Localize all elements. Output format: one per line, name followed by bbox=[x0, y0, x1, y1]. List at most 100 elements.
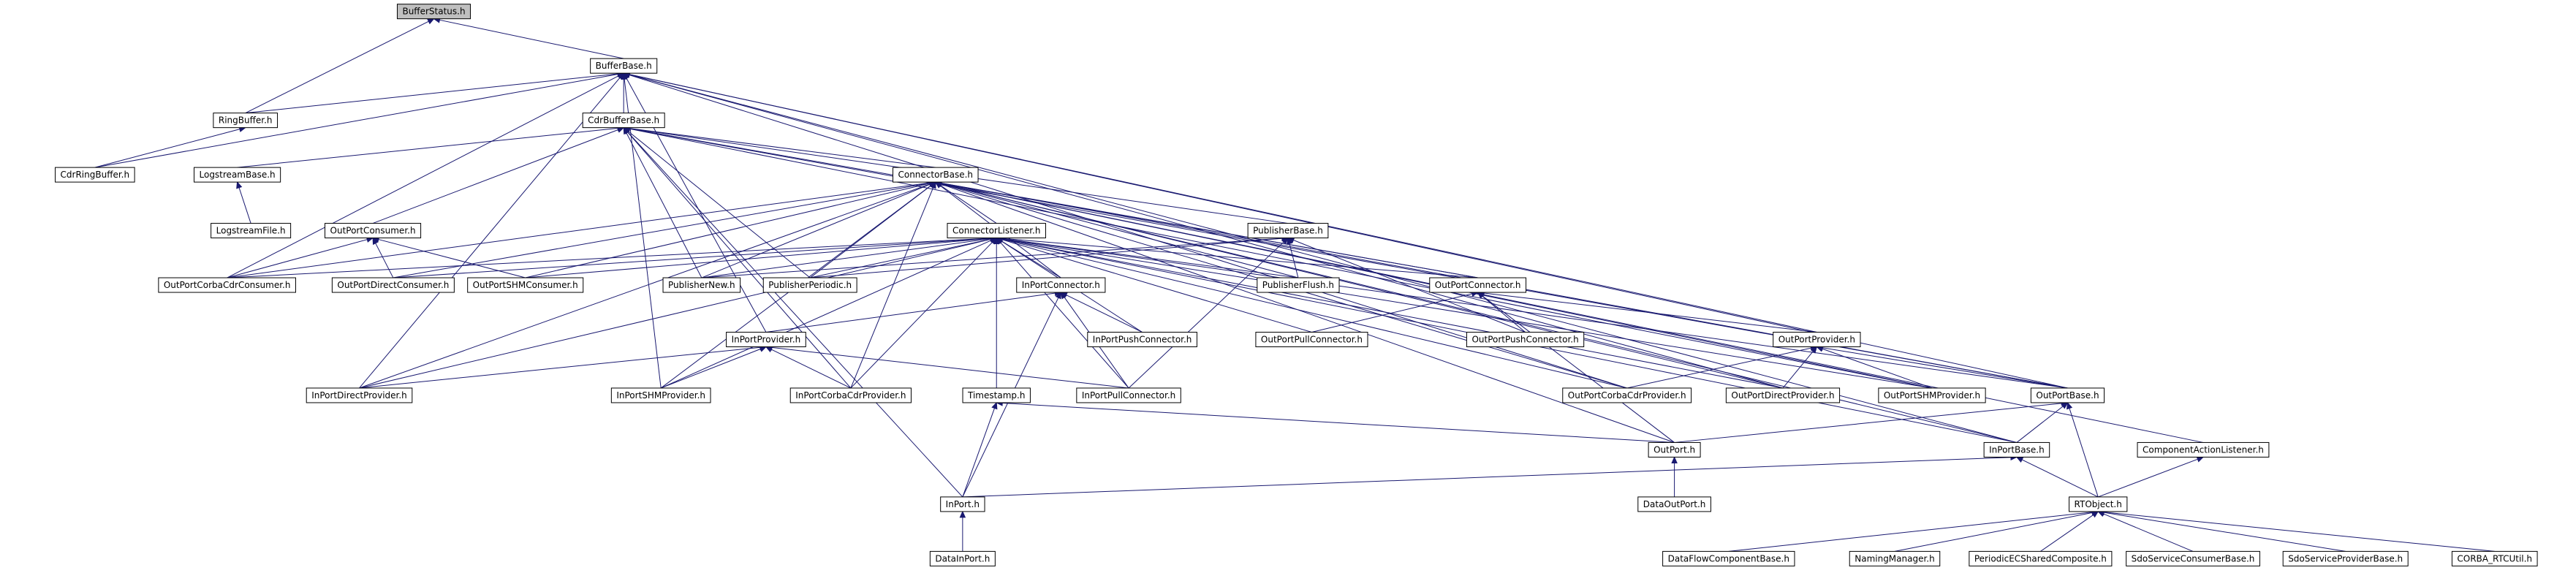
edge-line bbox=[1477, 292, 1526, 333]
node-out-port-connector[interactable]: OutPortConnector.h bbox=[1429, 277, 1527, 293]
node-box bbox=[1016, 277, 1106, 293]
edge-line bbox=[1311, 292, 1478, 333]
node-box bbox=[940, 496, 985, 512]
node-label: OutPortProvider.h bbox=[1778, 335, 1855, 345]
node-sdo-service-consumer-base[interactable]: SdoServiceConsumerBase.h bbox=[2126, 550, 2260, 566]
edge-line bbox=[624, 72, 1627, 389]
node-out-port-consumer[interactable]: OutPortConsumer.h bbox=[325, 223, 422, 239]
node-data-in-port[interactable]: DataInPort.h bbox=[929, 550, 996, 566]
node-out-port-pull-connector[interactable]: OutPortPullConnector.h bbox=[1255, 332, 1368, 348]
node-box bbox=[2137, 441, 2270, 458]
node-periodic-ecshared-composite[interactable]: PeriodicECSharedComposite.h bbox=[1969, 550, 2113, 566]
node-in-port-direct-provider[interactable]: InPortDirectProvider.h bbox=[306, 387, 413, 403]
edge-line bbox=[623, 127, 702, 278]
node-label: DataInPort.h bbox=[935, 553, 990, 563]
edge-connector-base-to-in-port-base bbox=[934, 180, 2018, 443]
edge-connector-base-to-publisher-new bbox=[701, 181, 936, 278]
node-connector-base[interactable]: ConnectorBase.h bbox=[892, 167, 979, 183]
node-label: SdoServiceConsumerBase.h bbox=[2132, 553, 2255, 563]
node-label: DataFlowComponentBase.h bbox=[1668, 553, 1789, 563]
edge-line bbox=[525, 181, 936, 278]
edge-buffer-base-to-in-port-base bbox=[622, 72, 2018, 443]
edge-line bbox=[623, 72, 767, 333]
node-publisher-base[interactable]: PublisherBase.h bbox=[1247, 223, 1329, 239]
edge-line bbox=[1477, 292, 1675, 443]
node-out-port-direct-consumer[interactable]: OutPortDirectConsumer.h bbox=[331, 277, 455, 293]
node-label: OutPortBase.h bbox=[2036, 390, 2099, 401]
node-in-port-base[interactable]: InPortBase.h bbox=[1983, 441, 2050, 458]
node-publisher-flush[interactable]: PublisherFlush.h bbox=[1257, 277, 1340, 293]
edge-arrowhead bbox=[1477, 292, 1485, 299]
node-out-port[interactable]: OutPort.h bbox=[1648, 441, 1701, 458]
edge-line bbox=[996, 238, 1784, 389]
node-box bbox=[2126, 550, 2260, 566]
node-out-port-corba-cdr-consumer[interactable]: OutPortCorbaCdrConsumer.h bbox=[158, 277, 296, 293]
node-out-port-direct-provider[interactable]: OutPortDirectProvider.h bbox=[1725, 387, 1841, 403]
node-label: InPortSHMProvider.h bbox=[616, 390, 705, 401]
node-timestamp[interactable]: Timestamp.h bbox=[962, 387, 1031, 403]
node-label: LogstreamFile.h bbox=[216, 226, 286, 236]
node-publisher-periodic[interactable]: PublisherPeriodic.h bbox=[762, 277, 857, 293]
node-in-port[interactable]: InPort.h bbox=[940, 496, 985, 512]
node-logstream-file[interactable]: LogstreamFile.h bbox=[211, 223, 292, 239]
node-logstream-base[interactable]: LogstreamBase.h bbox=[194, 167, 281, 183]
edge-line bbox=[393, 238, 997, 278]
node-cdr-buffer-base[interactable]: CdrBufferBase.h bbox=[582, 113, 665, 129]
node-box bbox=[1257, 277, 1340, 293]
node-in-port-corba-cdr-provider[interactable]: InPortCorbaCdrProvider.h bbox=[789, 387, 912, 403]
node-label: Timestamp.h bbox=[967, 390, 1025, 401]
node-connector-listener[interactable]: ConnectorListener.h bbox=[947, 223, 1046, 239]
node-in-port-connector[interactable]: InPortConnector.h bbox=[1016, 277, 1106, 293]
node-box bbox=[892, 167, 979, 183]
edge-line bbox=[935, 181, 1675, 443]
node-label: ComponentActionListener.h bbox=[2143, 444, 2264, 455]
node-in-port-provider[interactable]: InPortProvider.h bbox=[726, 332, 806, 348]
node-corba-rtcutil[interactable]: CORBA_RTCUtil.h bbox=[2451, 550, 2538, 566]
node-ring-buffer[interactable]: RingBuffer.h bbox=[213, 113, 279, 129]
node-out-port-provider[interactable]: OutPortProvider.h bbox=[1773, 332, 1861, 348]
node-in-port-shmprovider[interactable]: InPortSHMProvider.h bbox=[610, 387, 711, 403]
node-box bbox=[762, 277, 857, 293]
node-data-flow-component-base[interactable]: DataFlowComponentBase.h bbox=[1662, 550, 1795, 566]
edge-arrowhead bbox=[427, 18, 435, 25]
node-out-port-shmconsumer[interactable]: OutPortSHMConsumer.h bbox=[467, 277, 584, 293]
node-label: ConnectorListener.h bbox=[952, 226, 1041, 236]
node-rtobject[interactable]: RTObject.h bbox=[2069, 496, 2128, 512]
node-naming-manager[interactable]: NamingManager.h bbox=[1849, 550, 1941, 566]
node-out-port-corba-cdr-provider[interactable]: OutPortCorbaCdrProvider.h bbox=[1562, 387, 1692, 403]
edge-arrowhead bbox=[1286, 237, 1293, 245]
node-box bbox=[1562, 387, 1692, 403]
node-in-port-push-connector[interactable]: InPortPushConnector.h bbox=[1087, 332, 1197, 348]
node-label: DataOutPort.h bbox=[1643, 499, 1706, 509]
edge-in-port-connector-to-in-port-provider bbox=[765, 289, 1062, 333]
edge-connector-listener-to-out-port-direct-consumer bbox=[393, 235, 998, 278]
node-label: InPortDirectProvider.h bbox=[311, 390, 407, 401]
edge-line bbox=[2040, 511, 2099, 552]
edge-cdr-buffer-base-to-in-port-corba-cdr-provider bbox=[623, 126, 852, 389]
edge-connector-base-to-component-action-listener bbox=[934, 180, 2204, 443]
node-box bbox=[213, 113, 279, 129]
node-data-out-port[interactable]: DataOutPort.h bbox=[1637, 496, 1711, 512]
node-out-port-shmprovider[interactable]: OutPortSHMProvider.h bbox=[1878, 387, 1986, 403]
node-cdr-ring-buffer[interactable]: CdrRingBuffer.h bbox=[55, 167, 135, 183]
edge-line bbox=[765, 292, 1061, 333]
node-component-action-listener[interactable]: ComponentActionListener.h bbox=[2137, 441, 2270, 458]
node-buffer-base[interactable]: BufferBase.h bbox=[590, 58, 658, 74]
edge-arrowhead bbox=[1060, 292, 1067, 300]
node-box bbox=[1849, 550, 1941, 566]
node-publisher-new[interactable]: PublisherNew.h bbox=[662, 277, 741, 293]
node-in-port-pull-connector[interactable]: InPortPullConnector.h bbox=[1076, 387, 1181, 403]
node-sdo-service-provider-base[interactable]: SdoServiceProviderBase.h bbox=[2282, 550, 2409, 566]
edge-arrowhead bbox=[990, 237, 998, 245]
edge-buffer-status-to-buffer-base bbox=[433, 17, 624, 59]
edge-line bbox=[94, 72, 624, 168]
node-out-port-push-connector[interactable]: OutPortPushConnector.h bbox=[1466, 332, 1585, 348]
edge-line bbox=[525, 238, 997, 278]
edge-arrowhead bbox=[2067, 401, 2073, 410]
edge-connector-listener-to-publisher-new bbox=[701, 235, 998, 278]
node-box bbox=[2282, 550, 2409, 566]
edge-rtobject-to-sdo-service-consumer-base bbox=[2097, 511, 2194, 552]
node-label: InPort.h bbox=[946, 499, 980, 509]
node-out-port-base[interactable]: OutPortBase.h bbox=[2030, 387, 2105, 403]
